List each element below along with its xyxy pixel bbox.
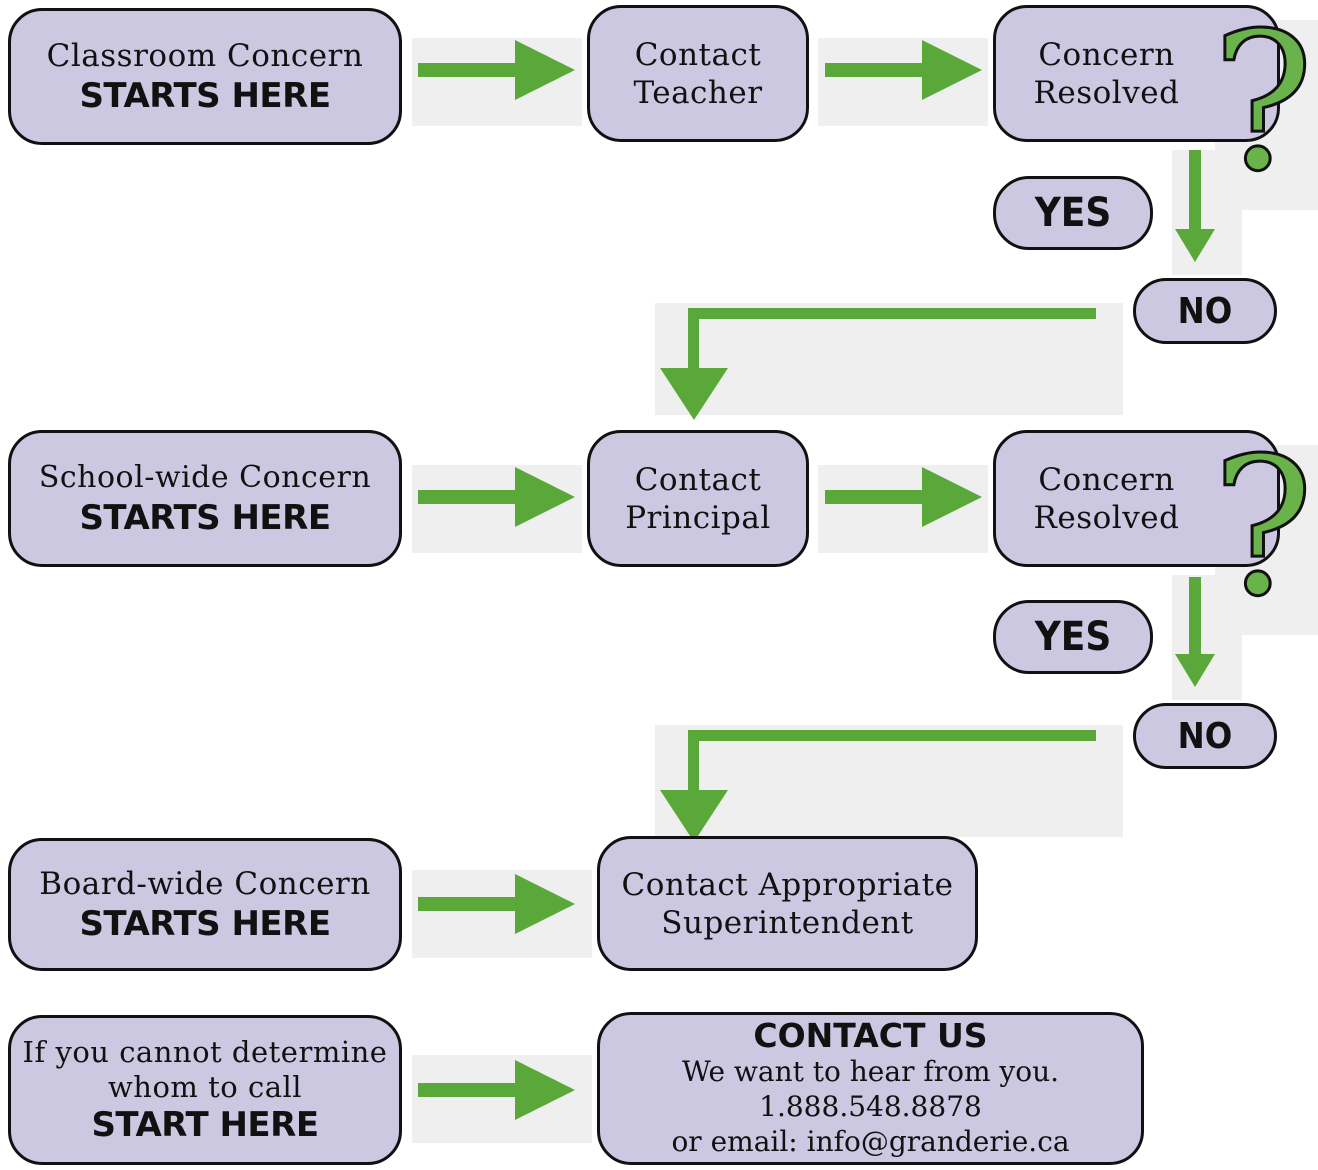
contact-superintendent-box: Contact Appropriate Superintendent <box>597 836 978 971</box>
arrow-down <box>1175 150 1215 262</box>
box-text: Resolved <box>1033 499 1180 536</box>
arrow-down <box>1175 577 1215 687</box>
background-panel <box>412 870 592 958</box>
box-text: Principal <box>625 499 771 536</box>
box-text: Contact <box>634 461 762 498</box>
arrow-right <box>418 40 575 100</box>
box-text: Concern <box>1038 461 1175 498</box>
arrow-right <box>418 874 575 934</box>
box-text: Contact <box>634 36 762 73</box>
background-panel <box>818 465 988 553</box>
box-text: Concern <box>1038 36 1175 73</box>
box-text: Resolved <box>1033 74 1180 111</box>
box-text-bold: STARTS HERE <box>79 75 331 116</box>
box-text-bold: STARTS HERE <box>79 903 331 944</box>
arrow-right <box>825 467 982 527</box>
box-text: If you cannot determine <box>22 1035 388 1069</box>
box-text: Classroom Concern <box>46 37 364 74</box>
contact-title: CONTACT US <box>753 1016 988 1055</box>
arrow-elbow <box>660 730 1096 842</box>
arrow-right <box>418 1060 575 1120</box>
background-panel <box>1172 575 1242 700</box>
contact-us-box: CONTACT US We want to hear from you. 1.8… <box>597 1012 1144 1165</box>
contact-principal-box: Contact Principal <box>587 430 809 567</box>
question-mark-icon: ? <box>1211 417 1316 638</box>
email-text[interactable]: or email: info@granderie.ca <box>671 1125 1070 1158</box>
box-text-bold: STARTS HERE <box>79 497 331 538</box>
cannot-determine-box: If you cannot determine whom to call STA… <box>8 1015 402 1165</box>
question-mark-icon: ? <box>1211 0 1316 213</box>
background-panel <box>412 465 582 553</box>
yes-label: YES <box>993 176 1153 250</box>
background-panel <box>655 303 1123 415</box>
background-panel <box>818 38 988 126</box>
arrow-elbow <box>660 308 1096 420</box>
box-text: whom to call <box>107 1070 303 1104</box>
box-text: Contact Appropriate <box>621 866 954 903</box>
concern-resolved-box: Concern Resolved <box>993 5 1280 142</box>
background-panel <box>1172 150 1242 275</box>
box-text: Teacher <box>633 74 763 111</box>
no-label: NO <box>1133 703 1277 769</box>
no-label: NO <box>1133 278 1277 344</box>
background-panel <box>412 1055 592 1143</box>
background-panel <box>655 725 1123 837</box>
background-panel <box>412 38 582 126</box>
box-text: Board-wide Concern <box>39 865 371 902</box>
school-wide-concern-box: School-wide Concern STARTS HERE <box>8 430 402 567</box>
arrow-right <box>825 40 982 100</box>
contact-text: We want to hear from you. <box>681 1055 1060 1088</box>
board-wide-concern-box: Board-wide Concern STARTS HERE <box>8 838 402 971</box>
contact-teacher-box: Contact Teacher <box>587 5 809 142</box>
arrow-right <box>418 467 575 527</box>
box-text: School-wide Concern <box>38 459 372 495</box>
classroom-concern-box: Classroom Concern STARTS HERE <box>8 8 402 145</box>
concern-resolved-box: Concern Resolved <box>993 430 1280 567</box>
box-text: Superintendent <box>661 904 914 941</box>
phone-number[interactable]: 1.888.548.8878 <box>759 1090 982 1123</box>
yes-label: YES <box>993 600 1153 674</box>
box-text-bold: START HERE <box>91 1105 319 1145</box>
